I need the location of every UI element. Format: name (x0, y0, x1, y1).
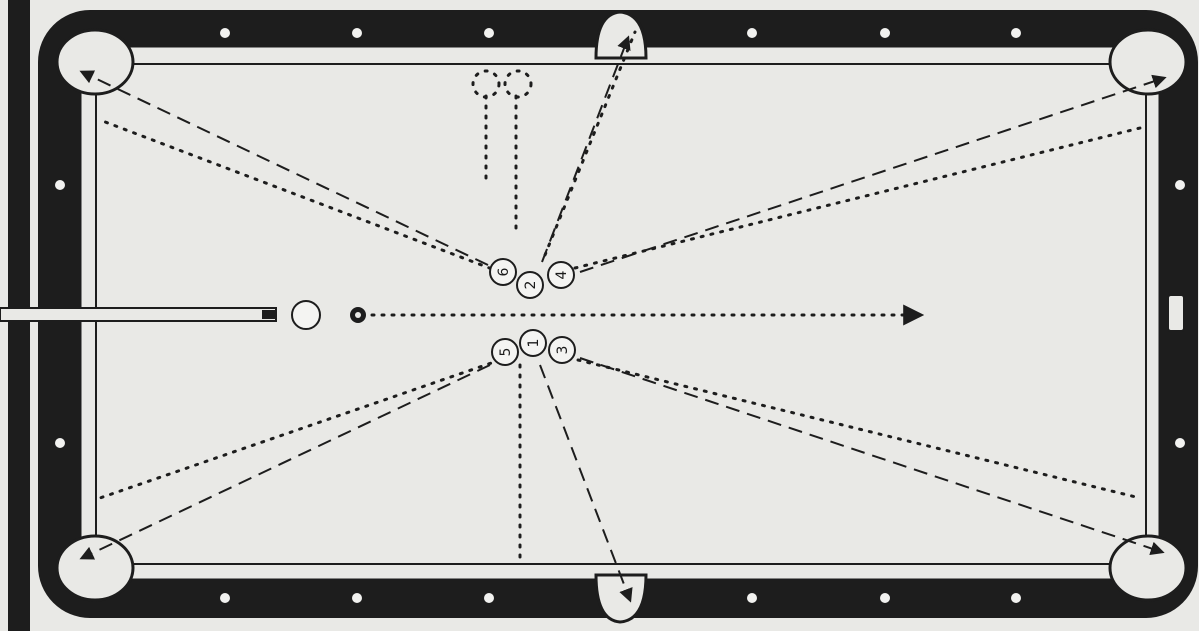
svg-text:4: 4 (554, 270, 570, 279)
diamond-icon (220, 28, 230, 38)
diamond-icon (1175, 438, 1185, 448)
diamond-icon (1175, 180, 1185, 190)
ball-6: 6 (490, 259, 516, 285)
pocket-icon (1110, 536, 1186, 600)
cue-ball-icon (292, 301, 320, 329)
diamond-icon (55, 438, 65, 448)
diamond-icon (1011, 28, 1021, 38)
ball-5: 5 (492, 339, 518, 365)
diamond-icon (747, 28, 757, 38)
ball-4: 4 (548, 262, 574, 288)
diamond-icon (220, 593, 230, 603)
pocket-icon (57, 30, 133, 94)
diamond-icon (880, 593, 890, 603)
diamond-icon (352, 28, 362, 38)
rail-spot-icon (1168, 295, 1184, 331)
diamond-icon (484, 593, 494, 603)
svg-text:3: 3 (555, 346, 571, 355)
diamond-icon (55, 180, 65, 190)
ball-2: 2 (517, 272, 543, 298)
svg-text:2: 2 (523, 281, 539, 290)
diamond-icon (747, 593, 757, 603)
pocket-icon (57, 536, 133, 600)
diamond-icon (484, 28, 494, 38)
svg-text:6: 6 (496, 267, 512, 276)
cue-stick-icon (0, 308, 276, 321)
svg-text:1: 1 (526, 339, 542, 348)
diamond-icon (352, 593, 362, 603)
svg-text:5: 5 (498, 348, 514, 357)
pocket-icon (1110, 30, 1186, 94)
ball-1: 1 (520, 330, 546, 356)
diamond-icon (1011, 593, 1021, 603)
diamond-icon (880, 28, 890, 38)
ball-3: 3 (549, 337, 575, 363)
